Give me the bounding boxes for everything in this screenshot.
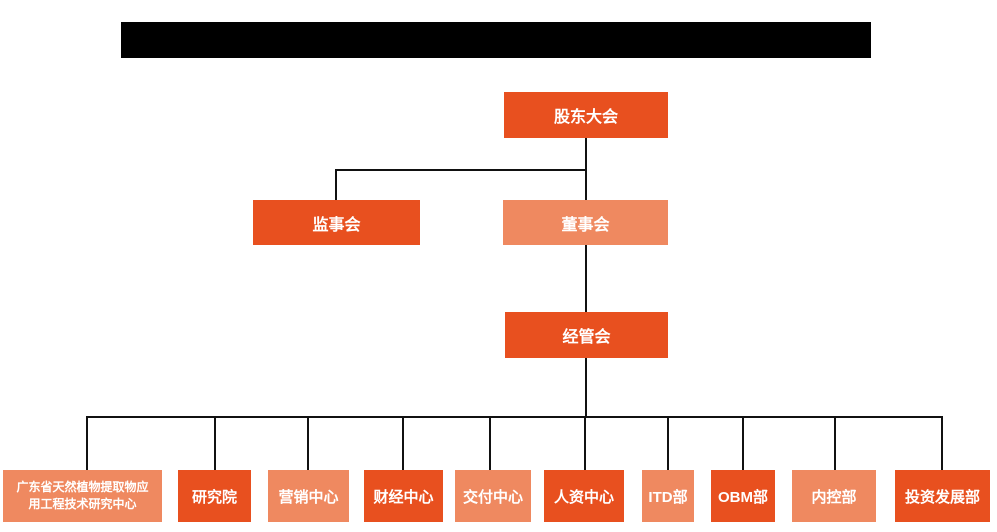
node-itd-department: ITD部	[642, 470, 694, 522]
connector-level2-horizontal	[335, 169, 587, 171]
connector-root-down	[585, 138, 587, 170]
connector-drop-6	[584, 416, 586, 470]
node-internal-control-department: 内控部	[792, 470, 876, 522]
node-label: OBM部	[718, 488, 768, 506]
connector-drop-9	[834, 416, 836, 470]
node-marketing-center: 营销中心	[268, 470, 349, 522]
connector-drop-5	[489, 416, 491, 470]
node-label: 投资发展部	[904, 488, 980, 506]
node-label: 财经中心	[373, 488, 434, 506]
connector-drop-10	[941, 416, 943, 470]
redacted-title-bar	[121, 22, 871, 58]
node-delivery-center: 交付中心	[455, 470, 531, 522]
node-label: ITD部	[648, 488, 688, 506]
node-label: 股东大会	[553, 109, 618, 126]
node-supervisory-board: 监事会	[253, 200, 420, 245]
node-finance-center: 财经中心	[364, 470, 443, 522]
node-label: 研究院	[191, 488, 237, 506]
connector-to-supervisory-board	[335, 170, 337, 200]
connector-departments-horizontal	[86, 416, 943, 418]
node-label: 经管会	[562, 329, 611, 346]
connector-management-down	[585, 358, 587, 416]
connector-drop-7	[667, 416, 669, 470]
connector-to-board-of-directors	[585, 170, 587, 200]
node-label: 内控部	[811, 488, 857, 506]
connector-drop-3	[307, 416, 309, 470]
node-guangdong-natural-plant-extract-research-center: 广东省天然植物提取物应 用工程技术研究中心	[3, 470, 162, 522]
connector-drop-1	[86, 416, 88, 470]
node-board-of-directors: 董事会	[503, 200, 668, 245]
node-label: 监事会	[312, 216, 361, 234]
node-label: 董事会	[561, 216, 610, 234]
node-label: 广东省天然植物提取物应 用工程技术研究中心	[16, 479, 149, 511]
node-label: 人资中心	[553, 488, 614, 506]
connector-drop-2	[214, 416, 216, 470]
node-obm-department: OBM部	[711, 470, 775, 522]
node-hr-center: 人资中心	[544, 470, 624, 522]
node-shareholders-meeting: 股东大会	[504, 92, 668, 138]
connector-drop-4	[402, 416, 404, 470]
node-management-committee: 经管会	[505, 312, 668, 358]
node-label: 营销中心	[278, 488, 339, 506]
node-investment-development-department: 投资发展部	[895, 470, 990, 522]
connector-board-to-management	[585, 245, 587, 312]
node-research-institute: 研究院	[178, 470, 251, 522]
connector-drop-8	[742, 416, 744, 470]
node-label: 交付中心	[462, 488, 523, 506]
